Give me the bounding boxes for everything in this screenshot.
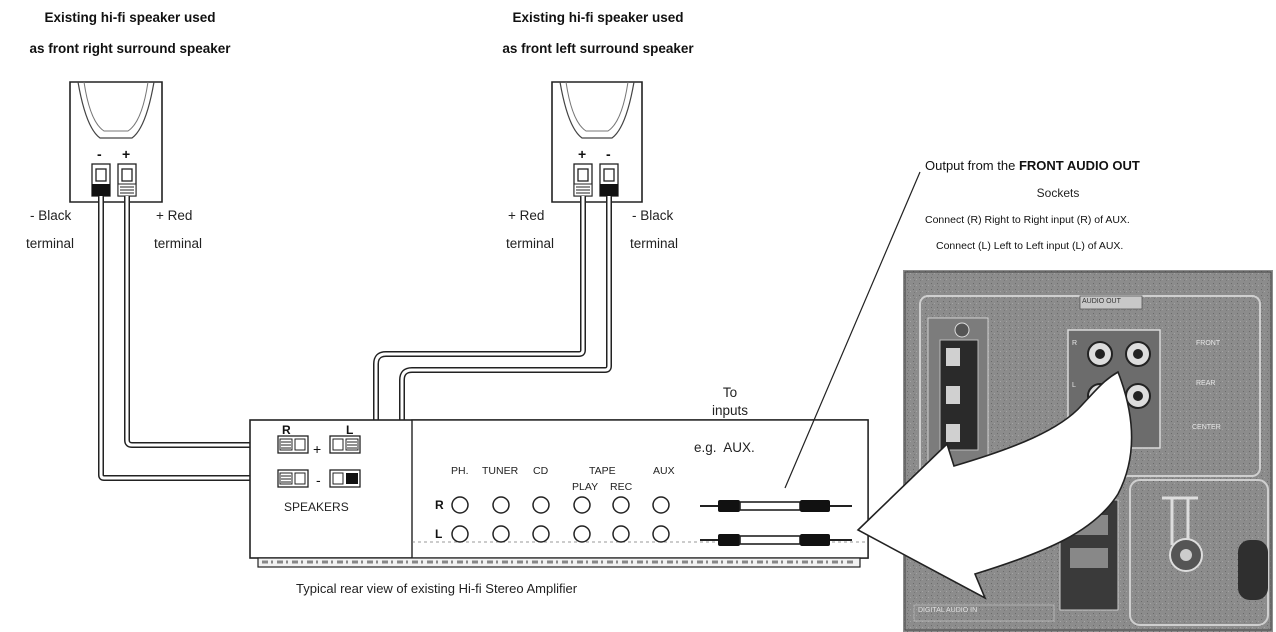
input-tuner-label: TUNER [482,465,519,477]
speaker-front-right [69,81,163,203]
amplifier-caption: Typical rear view of existing Hi-fi Ster… [296,581,578,596]
panel-center-label: CENTER [1192,424,1221,431]
panel-front-label: FRONT [1196,340,1221,347]
panel-digital-audio-in-label: DIGITAL AUDIO IN [918,607,978,614]
front-left-neg-symbol: - [606,146,611,162]
input-cd-label: CD [533,465,549,477]
input-aux-label: AUX [653,465,675,477]
input-ph-label: PH. [451,465,469,477]
eg-aux-label: e.g. AUX. [694,440,755,455]
input-row-l-label: L [435,527,443,541]
front-right-black-label: - Black [30,208,72,223]
panel-rear-label: REAR [1196,380,1216,387]
front-left-black-label: - Black [632,208,674,223]
front-left-red-label: + Red [508,208,545,223]
amp-minus-symbol: - [316,472,321,488]
front-right-red-terminal: terminal [154,236,203,251]
front-left-speaker-title-line2: as front left surround speaker [502,41,694,56]
front-right-black-terminal: terminal [26,236,75,251]
output-connect-right: Connect (R) Right to Right input (R) of … [925,214,1130,226]
input-tape-label: TAPE [589,465,616,477]
input-rec-label: REC [610,481,633,493]
output-callout-bold: FRONT AUDIO OUT [1018,158,1140,173]
rca-leads [700,500,852,546]
output-callout-title: Output from the FRONT AUDIO OUT [925,158,1140,173]
amp-speakers-label: SPEAKERS [284,500,349,514]
input-play-label: PLAY [572,481,599,493]
panel-audio-out-label: AUDIO OUT [1082,298,1121,305]
amp-plus-symbol: + [313,441,322,457]
output-callout-sockets: Sockets [1036,186,1080,200]
front-left-speaker-title-line1: Existing hi-fi speaker used [512,10,684,25]
front-right-speaker-title-line2: as front right surround speaker [29,41,231,56]
inputs-label: inputs [711,403,749,418]
front-right-pos-symbol: + [122,146,131,162]
front-right-neg-symbol: - [97,146,102,162]
panel-l-label: L [1072,382,1076,389]
amplifier-input-sockets [451,496,670,543]
speaker-front-left [551,81,643,203]
front-left-red-terminal: terminal [506,236,555,251]
output-callout-prefix: Output from the [925,158,1019,173]
amp-speaker-l-label: L [346,423,354,437]
panel-r-label: R [1072,340,1078,347]
front-right-speaker-title-line1: Existing hi-fi speaker used [44,10,216,25]
callout-pointer-line [784,171,921,489]
front-right-red-label: + Red [156,208,193,223]
input-row-r-label: R [435,498,444,512]
to-label: To [722,385,738,400]
front-left-black-terminal: terminal [630,236,679,251]
output-connect-left: Connect (L) Left to Left input (L) of AU… [936,240,1124,252]
receiver-rear-panel-photo [856,270,1273,632]
front-left-pos-symbol: + [578,146,587,162]
amplifier-speaker-terminals [277,435,361,488]
amp-speaker-r-label: R [282,423,291,437]
